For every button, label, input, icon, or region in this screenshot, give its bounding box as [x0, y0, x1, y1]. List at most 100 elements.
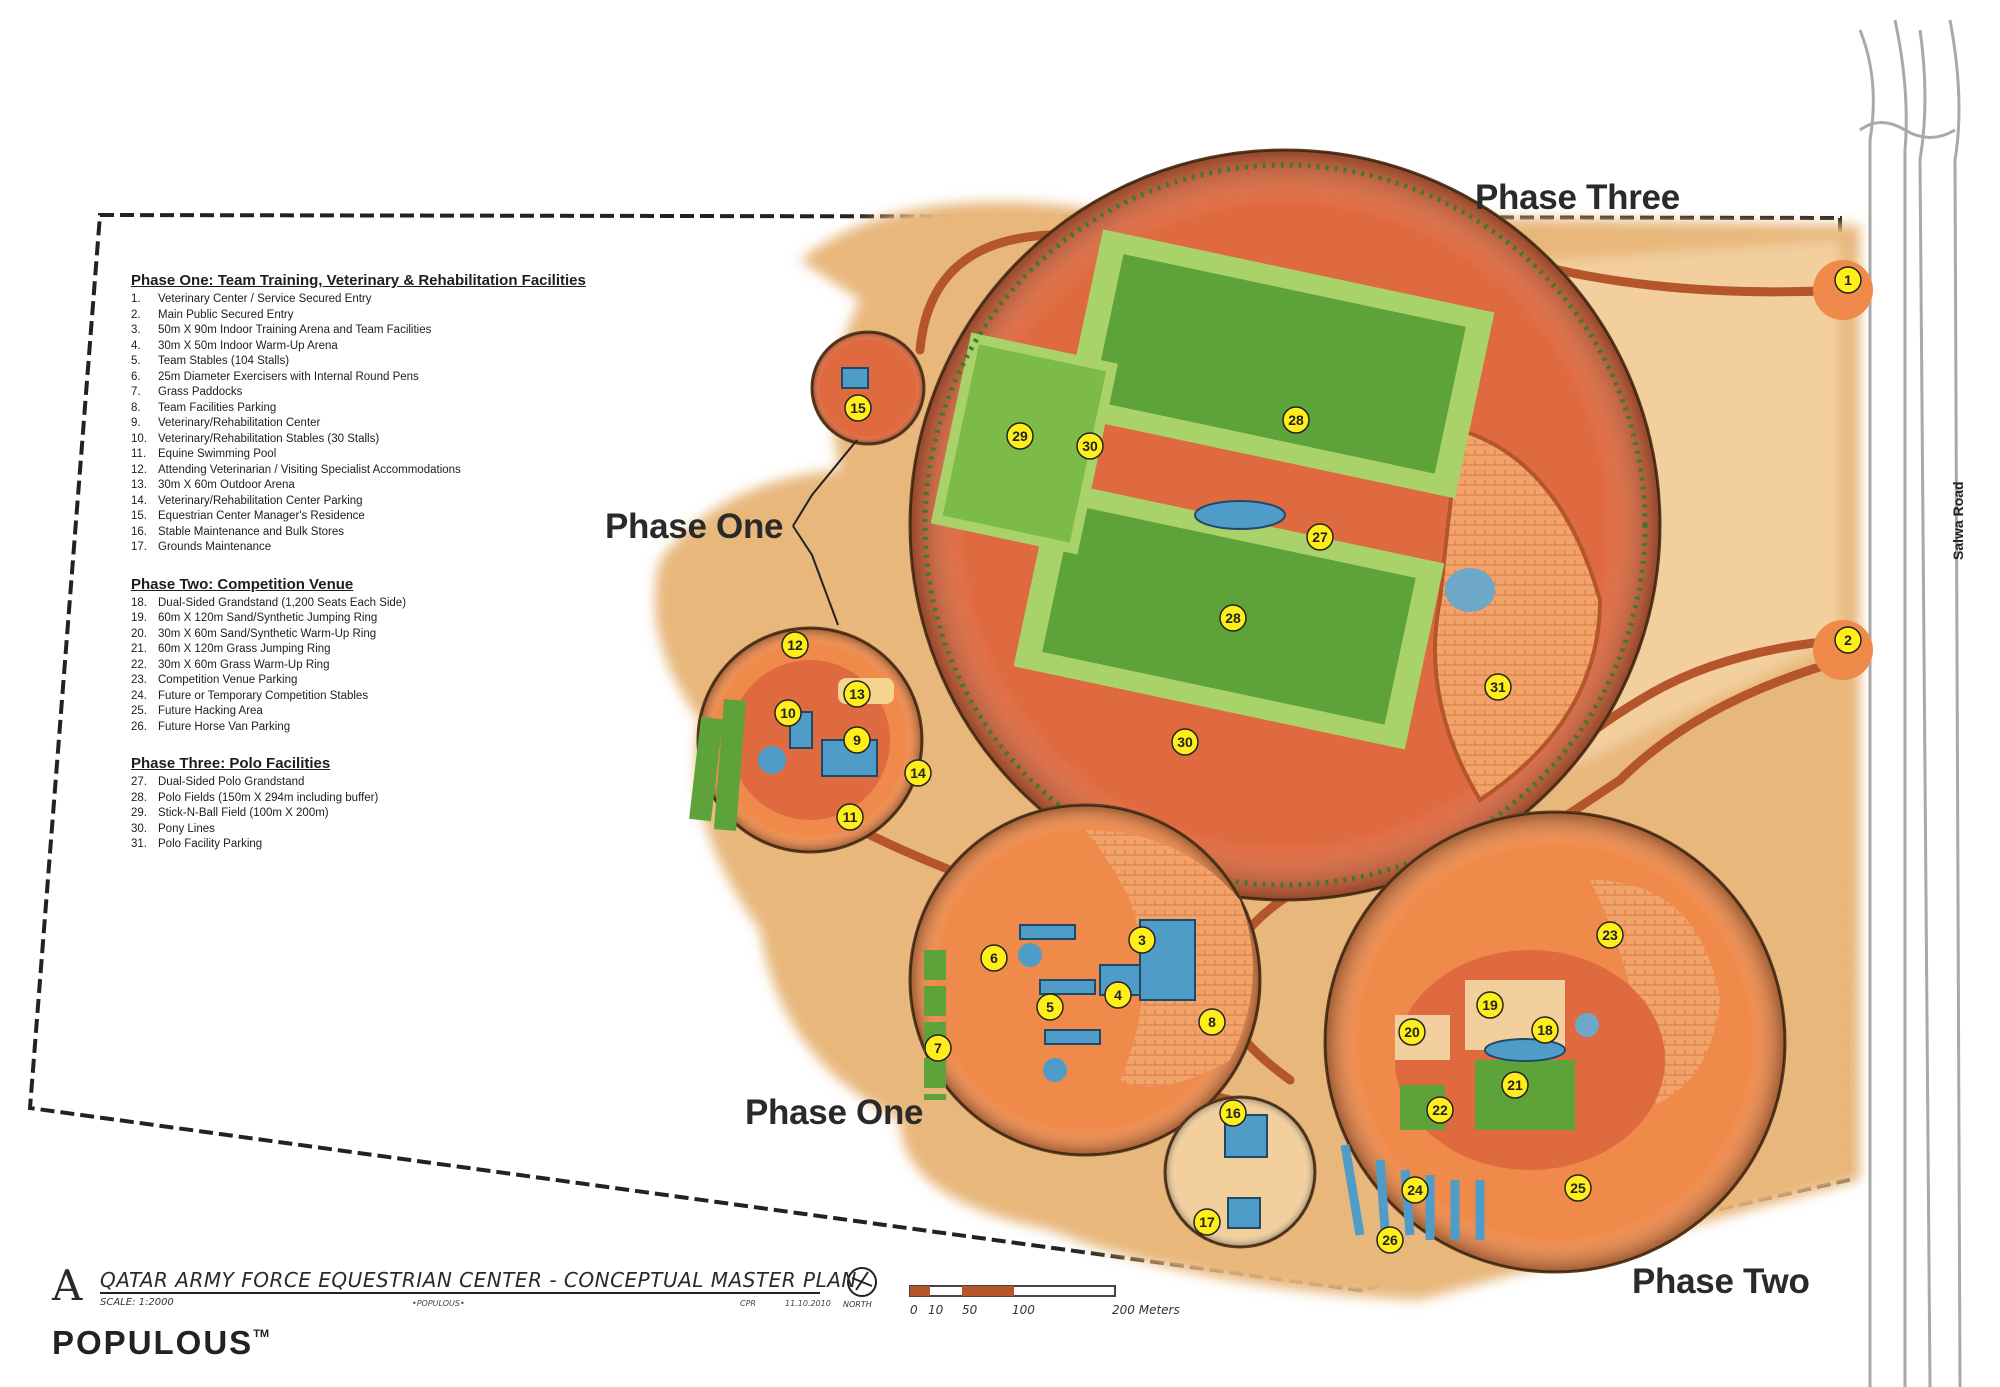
legend-item: 5.Team Stables (104 Stalls) — [131, 354, 611, 370]
legend-item: 27.Dual-Sided Polo Grandstand — [131, 775, 611, 791]
legend-item-text: Equine Swimming Pool — [158, 448, 277, 460]
plan-marker-circle — [1076, 432, 1104, 460]
legend-item: 17. Grounds Maintenance — [131, 540, 611, 556]
plan-marker-label: 2 — [1844, 632, 1852, 648]
plan-marker-label: 5 — [1046, 999, 1054, 1015]
phase-one-callout — [792, 439, 858, 626]
legend-item-text: Dual-Sided Polo Grandstand — [158, 776, 305, 788]
scale-tick-label: 0 — [910, 1303, 918, 1317]
plan-marker-label: 21 — [1507, 1077, 1523, 1093]
plan-marker: 14 — [904, 759, 932, 787]
legend-item-number: 15. — [131, 510, 147, 522]
competition-circle — [1323, 810, 1787, 1274]
legend-item-text: Attending Veterinarian / Visiting Specia… — [158, 463, 461, 476]
plan-marker-circle — [1398, 1018, 1426, 1046]
plan-marker: 4 — [1104, 981, 1132, 1009]
legend-item: 9.Veterinary/Rehabilitation Center — [131, 416, 611, 432]
plan-marker: 3 — [1128, 926, 1156, 954]
legend-item: 6.25m Diameter Exercisers with Internal … — [131, 370, 611, 386]
legend-item-number: 3. — [131, 324, 141, 336]
legend-item-number: 10. — [131, 432, 147, 445]
legend-item-number: 28. — [131, 791, 147, 804]
legend-item: 4.30m X 50m Indoor Warm-Up Arena — [131, 339, 611, 355]
plan-marker: 9 — [843, 726, 871, 754]
legend-item-text: Polo Facility Parking — [158, 838, 263, 850]
legend-item: 24.Future or Temporary Competition Stabl… — [131, 689, 611, 705]
plan-marker-circle — [1036, 993, 1064, 1021]
plan-marker-label: 22 — [1432, 1102, 1448, 1118]
legend-item-text: Polo Fields (150m X 294m including buffe… — [158, 791, 379, 804]
plan-marker-circle — [980, 944, 1008, 972]
legend-item-text: Competition Venue Parking — [158, 674, 298, 686]
legend-item-text: 60m X 120m Grass Jumping Ring — [158, 643, 331, 655]
plan-marker-label: 1 — [1844, 272, 1852, 288]
legend-item-number: 17. — [131, 541, 147, 553]
legend-item-text: Stick-N-Ball Field (100m X 200m) — [158, 807, 329, 819]
plan-marker-circle — [1501, 1071, 1529, 1099]
legend-heading-phase-three: Phase Three: Polo Facilities — [131, 755, 331, 772]
legend-item-text: Equestrian Center Manager's Residence — [158, 510, 365, 522]
plan-marker-label: 8 — [1208, 1014, 1216, 1030]
plan-marker-label: 4 — [1114, 987, 1122, 1003]
legend-item-text: 30m X 50m Indoor Warm-Up Arena — [158, 339, 338, 352]
legend-item: 29.Stick-N-Ball Field (100m X 200m) — [131, 806, 611, 822]
legend-item: 20.30m X 60m Sand/Synthetic Warm-Up Ring — [131, 627, 611, 643]
plan-marker-circle — [836, 803, 864, 831]
plan-marker: 30 — [1171, 728, 1199, 756]
credit-small: CPR — [740, 1299, 756, 1308]
plan-marker-circle — [924, 1034, 952, 1062]
legend-item-number: 23. — [131, 674, 147, 686]
plan-marker-circle — [1476, 991, 1504, 1019]
plan-marker: 15 — [844, 394, 872, 422]
legend-item: 13.30m X 60m Outdoor Arena — [131, 478, 611, 494]
plan-marker-circle — [1282, 406, 1310, 434]
legend-item-text: Future Horse Van Parking — [158, 720, 291, 733]
legend-item-text: Veterinary Center / Service Secured Entr… — [158, 293, 372, 305]
plan-marker: 11 — [836, 803, 864, 831]
brand-logo: POPULOUSTM — [52, 1324, 269, 1362]
plan-marker-circle — [1531, 1016, 1559, 1044]
legend-item-text: Grounds Maintenance — [158, 541, 272, 553]
legend-item: 1.Veterinary Center / Service Secured En… — [131, 292, 611, 308]
phase-label-three: Phase Three — [1475, 178, 1680, 217]
legend-item-text: Team Stables (104 Stalls) — [158, 355, 290, 367]
plan-marker-label: 6 — [990, 950, 998, 966]
legend-item: 16.Stable Maintenance and Bulk Stores — [131, 525, 611, 541]
plan-marker-label: 12 — [787, 637, 803, 653]
plan-marker-circle — [774, 699, 802, 727]
legend-item-text: 30m X 60m Grass Warm-Up Ring — [158, 658, 330, 671]
plan-marker: 19 — [1476, 991, 1504, 1019]
legend-item-text: Stable Maintenance and Bulk Stores — [158, 525, 345, 538]
plan-marker-circle — [1104, 981, 1132, 1009]
legend-item: 11. Equine Swimming Pool — [131, 447, 611, 463]
legend-item-text: 25m Diameter Exercisers with Internal Ro… — [158, 370, 419, 383]
plan-marker: 27 — [1306, 523, 1334, 551]
legend-item-text: Grass Paddocks — [158, 386, 243, 398]
legend-item-number: 31. — [131, 838, 147, 850]
plan-marker-label: 9 — [853, 732, 861, 748]
plan-marker-label: 28 — [1288, 412, 1304, 428]
legend-item-number: 24. — [131, 689, 147, 702]
plan-marker: 13 — [843, 680, 871, 708]
plan-marker-label: 15 — [850, 400, 866, 416]
legend-item-number: 2. — [131, 308, 141, 321]
plan-marker-label: 31 — [1490, 679, 1506, 695]
plan-marker-circle — [1834, 626, 1862, 654]
legend-item-text: 60m X 120m Sand/Synthetic Jumping Ring — [158, 612, 378, 624]
legend-item-text: Team Facilities Parking — [158, 401, 277, 414]
plan-marker: 25 — [1564, 1174, 1592, 1202]
plan-marker: 26 — [1376, 1226, 1404, 1254]
legend-item-number: 7. — [131, 386, 141, 398]
legend-item-text: Veterinary/Rehabilitation Center Parking — [158, 494, 363, 507]
legend-item-text: Dual-Sided Grandstand (1,200 Seats Each … — [158, 596, 407, 609]
plan-marker: 21 — [1501, 1071, 1529, 1099]
legend-item-number: 11. — [131, 448, 147, 460]
plan-marker: 23 — [1596, 921, 1624, 949]
plan-marker: 31 — [1484, 673, 1512, 701]
plan-marker: 2 — [1834, 626, 1862, 654]
legend-item-number: 20. — [131, 627, 147, 640]
legend-item: 31. Polo Facility Parking — [131, 837, 611, 853]
legend-item-number: 8. — [131, 401, 141, 414]
plan-marker: 8 — [1198, 1008, 1226, 1036]
